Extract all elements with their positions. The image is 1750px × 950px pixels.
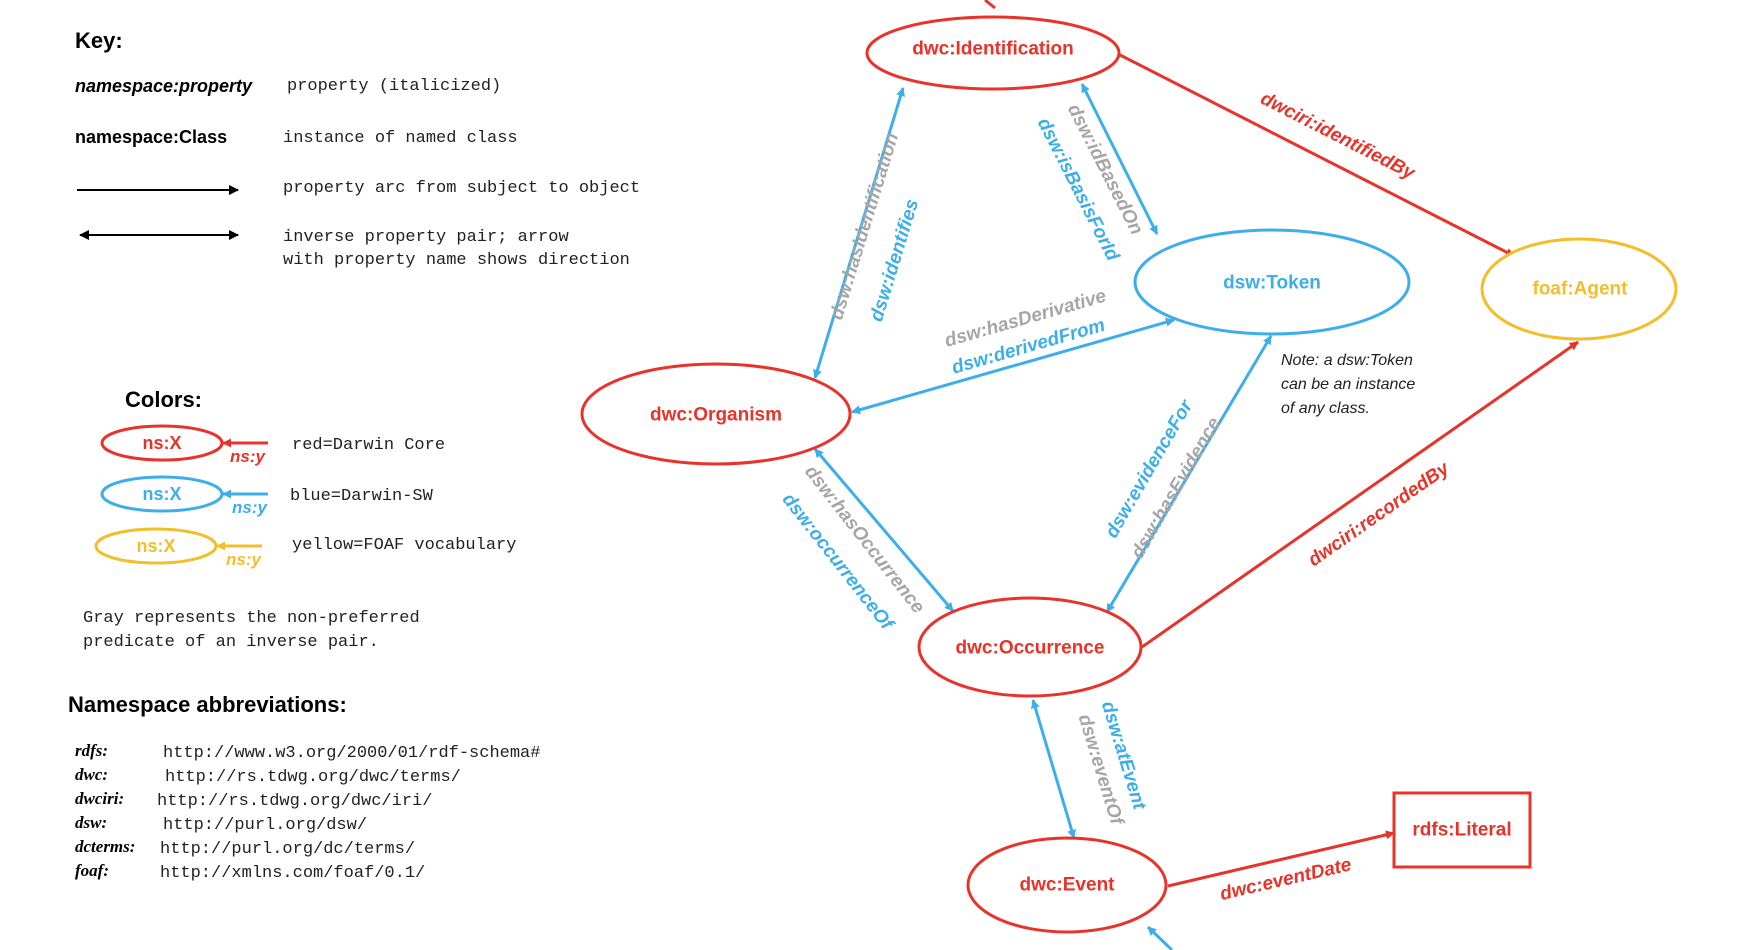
ns-uri-dcterms: http://purl.org/dc/terms/ bbox=[160, 840, 415, 859]
legend-blue-node bbox=[100, 475, 224, 513]
edge-identified-by bbox=[1119, 53, 1515, 258]
legend-yellow-edge-label: ns:y bbox=[226, 550, 263, 569]
node-literal bbox=[1392, 791, 1532, 869]
edge-organism-occurrence bbox=[813, 448, 955, 612]
gray-note-line-1: Gray represents the non-preferred bbox=[83, 609, 420, 628]
ns-uri-dsw: http://purl.org/dsw/ bbox=[163, 816, 367, 835]
node-identification bbox=[865, 15, 1121, 91]
namespace-title: Namespace abbreviations: bbox=[68, 692, 347, 717]
key-arc-description: property arc from subject to object bbox=[283, 179, 640, 198]
edge-token-organism bbox=[851, 317, 1175, 415]
ns-uri-dwc: http://rs.tdwg.org/dwc/terms/ bbox=[165, 768, 461, 787]
ns-prefix-rdfs: rdfs: bbox=[75, 741, 108, 760]
legend-red-edge-label: ns:y bbox=[230, 447, 267, 466]
colors-title: Colors: bbox=[125, 387, 202, 412]
edge-identification-token bbox=[1080, 83, 1159, 235]
key-inverse-description-2: with property name shows direction bbox=[283, 251, 630, 270]
edge-identification-organism bbox=[813, 87, 905, 379]
key-property-symbol: namespace:property bbox=[75, 76, 253, 96]
key-class-symbol: namespace:Class bbox=[75, 127, 227, 147]
diagram-edges bbox=[813, 0, 1579, 950]
legend-blue-node-label: ns:X bbox=[142, 484, 181, 504]
token-note-line-3: of any class. bbox=[1281, 400, 1370, 417]
edge-occurrence-event bbox=[1030, 699, 1077, 839]
key-title: Key: bbox=[75, 28, 123, 53]
legend-yellow-node bbox=[94, 527, 218, 565]
node-literal-label: rdfs:Literal bbox=[1412, 820, 1511, 841]
node-agent bbox=[1480, 237, 1678, 341]
edge-offcanvas-top bbox=[984, 0, 996, 10]
edge-labels: dwciri:identifiedBy dwciri:recordedBy dw… bbox=[778, 88, 1455, 905]
legend-blue-description: blue=Darwin-SW bbox=[290, 487, 434, 506]
gray-note-line-2: predicate of an inverse pair. bbox=[83, 633, 379, 652]
legend-yellow-node-label: ns:X bbox=[136, 536, 175, 556]
legend-red-description: red=Darwin Core bbox=[292, 436, 445, 455]
ns-prefix-dwc: dwc: bbox=[75, 765, 108, 784]
node-organism bbox=[580, 362, 852, 466]
edge-event-date bbox=[1167, 830, 1395, 888]
node-token bbox=[1133, 228, 1411, 336]
label-event-date: dwc:eventDate bbox=[1218, 854, 1354, 905]
colors-legend: Colors: ns:X ns:y red=Darwin Core ns:X n… bbox=[83, 387, 516, 652]
node-organism-label: dwc:Organism bbox=[650, 405, 782, 426]
node-token-label: dsw:Token bbox=[1223, 273, 1321, 294]
edge-token-occurrence bbox=[1105, 335, 1273, 613]
token-note-line-2: can be an instance bbox=[1281, 376, 1415, 393]
node-agent-label: foaf:Agent bbox=[1533, 279, 1629, 300]
node-occurrence-label: dwc:Occurrence bbox=[956, 638, 1105, 659]
node-event bbox=[966, 836, 1168, 934]
key-property-description: property (italicized) bbox=[287, 77, 501, 96]
ns-prefix-dcterms: dcterms: bbox=[75, 837, 135, 856]
label-recorded-by: dwciri:recordedBy bbox=[1304, 457, 1454, 571]
node-identification-label: dwc:Identification bbox=[912, 39, 1074, 60]
diagram-nodes: dwc:Identification dsw:Token foaf:Agent … bbox=[580, 15, 1678, 934]
legend-blue-edge-label: ns:y bbox=[232, 498, 269, 517]
token-note-line-1: Note: a dsw:Token bbox=[1281, 352, 1413, 369]
legend-yellow-description: yellow=FOAF vocabulary bbox=[292, 536, 516, 555]
key-class-description: instance of named class bbox=[283, 129, 518, 148]
ns-prefix-dsw: dsw: bbox=[75, 813, 107, 832]
ns-uri-foaf: http://xmlns.com/foaf/0.1/ bbox=[160, 864, 425, 883]
edge-offcanvas-bottom bbox=[1146, 925, 1174, 950]
node-occurrence bbox=[917, 596, 1143, 698]
ns-uri-rdfs: http://www.w3.org/2000/01/rdf-schema# bbox=[163, 744, 540, 763]
namespace-section: Namespace abbreviations: rdfs: http://ww… bbox=[68, 692, 540, 883]
node-event-label: dwc:Event bbox=[1019, 875, 1115, 896]
legend-red-node bbox=[100, 424, 224, 462]
token-note: Note: a dsw:Token can be an instance of … bbox=[1281, 352, 1415, 417]
ns-prefix-dwciri: dwciri: bbox=[75, 789, 124, 808]
ns-uri-dwciri: http://rs.tdwg.org/dwc/iri/ bbox=[157, 792, 432, 811]
ns-prefix-foaf: foaf: bbox=[75, 861, 109, 880]
key-inverse-description-1: inverse property pair; arrow bbox=[283, 228, 569, 247]
legend-red-node-label: ns:X bbox=[142, 433, 181, 453]
key-section: Key: namespace:property property (italic… bbox=[75, 28, 640, 270]
